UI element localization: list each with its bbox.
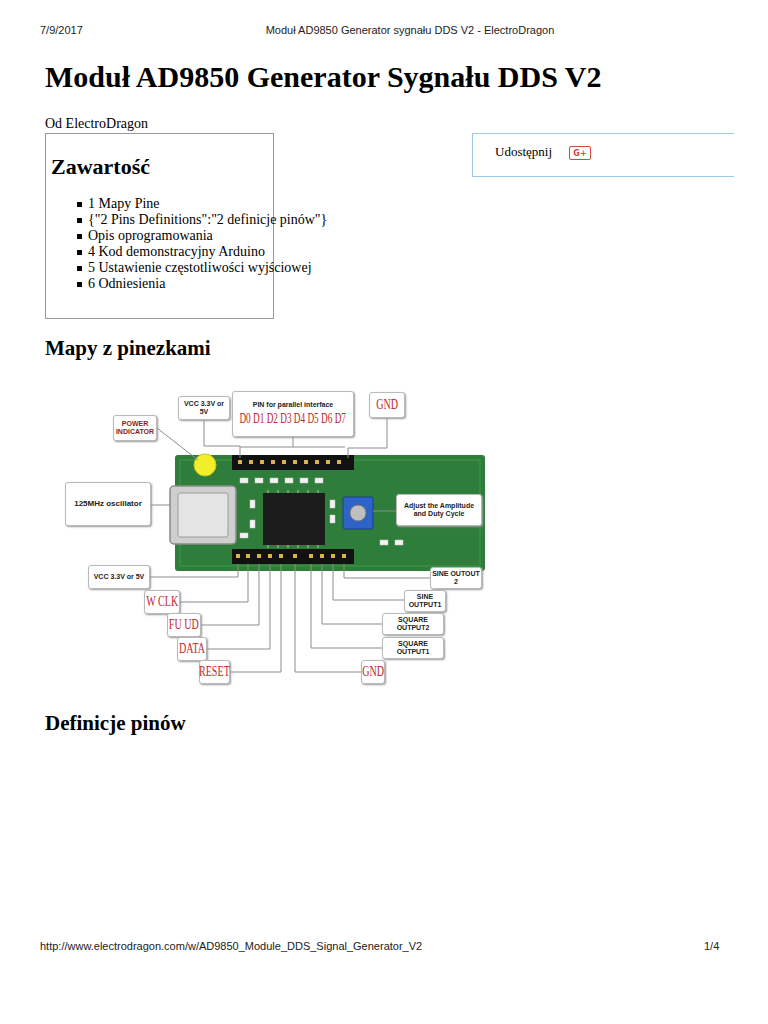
power-led <box>194 454 216 476</box>
callout-box: 125MHz oscillator <box>65 482 151 526</box>
ad9850-chip <box>263 493 325 545</box>
callout-box: PIN for parallel interface D0 D1 D2 D3 D4… <box>232 391 354 437</box>
potentiometer-screw <box>350 505 366 521</box>
box-text: Adjust the Amplitude and Duty Cycle <box>397 502 481 518</box>
callout-box: DATA <box>177 637 207 661</box>
box-text: SQUARE OUTPUT1 <box>383 640 443 656</box>
callout-box: W CLK <box>144 590 180 614</box>
box-item: Opis oprogramowania <box>88 228 268 244</box>
box-item: 4 Kod demonstracyjny Arduino <box>88 244 268 260</box>
box-text: PIN for parallel interface <box>253 401 334 409</box>
box-text: 125MHz oscillator <box>74 499 142 509</box>
callout-box: GND <box>361 660 385 684</box>
chip-leads <box>268 490 318 548</box>
callout-box: SQUARE OUTPUT1 <box>382 637 444 659</box>
gplus-button: G+ <box>569 146 591 160</box>
box-item: 1 Mapy Pine <box>88 196 268 212</box>
box-text: POWER INDICATOR <box>114 420 156 436</box>
print-date: 7/9/2017 <box>40 24 83 36</box>
box-text: SINE OUTOUT 2 <box>431 570 481 586</box>
box-item: {"2 Pins Definitions":"2 definicje pinów… <box>88 212 268 228</box>
print-header: Moduł AD9850 Generator sygnału DDS V2 - … <box>200 24 620 36</box>
box-text: RESET <box>199 664 230 680</box>
box-text: FU UD <box>169 617 199 633</box>
box-item: 6 Odniesienia <box>88 276 268 292</box>
callout-box: SINE OUTOUT 2 <box>430 567 482 589</box>
box-item: D0 D1 D2 D3 D4 D5 D6 D7 <box>240 411 347 427</box>
box-text: DATA <box>179 641 205 657</box>
oscillator-top <box>178 493 228 537</box>
pcb-board <box>175 455 485 571</box>
box-text: VCC 3.3V or 5V <box>94 573 145 581</box>
page-title: Moduł AD9850 Generator Sygnału DDS V2 <box>45 60 601 94</box>
smd-parts <box>240 478 403 545</box>
callout-box: POWER INDICATOR <box>113 415 157 441</box>
bottom-pin-header <box>232 549 354 564</box>
callout-box: Adjust the Amplitude and Duty Cycle <box>396 494 482 526</box>
box-text: W CLK <box>146 594 178 610</box>
box-text: Zawartość <box>51 154 268 180</box>
callout-box: SQUARE OUTPUT2 <box>382 613 444 635</box>
callout-box: VCC 3.3V or 5V <box>178 396 230 420</box>
potentiometer <box>343 497 373 529</box>
box-text: SQUARE OUTPUT2 <box>383 616 443 632</box>
top-pins <box>238 460 341 464</box>
callout-box: RESET <box>199 660 230 684</box>
share-box: UdostępnijG+ <box>472 133 734 177</box>
section-heading: Mapy z pinezkami <box>45 336 211 361</box>
box-text: GND <box>362 664 384 680</box>
box-text: SINE OUTPUT1 <box>405 593 445 609</box>
print-url: http://www.electrodragon.com/w/AD9850_Mo… <box>40 940 422 952</box>
callout-box: GND <box>369 392 405 418</box>
box-text: VCC 3.3V or 5V <box>179 400 229 416</box>
box-text: Udostępnij <box>473 134 734 160</box>
box-text: G+ <box>573 149 586 158</box>
callout-box: FU UD <box>167 613 201 637</box>
box-item: 5 Ustawienie częstotliwości wyjściowej <box>88 260 268 276</box>
section-heading: Definicje pinów <box>45 711 186 736</box>
author-line: Od ElectroDragon <box>45 116 148 132</box>
contents-box: Zawartość 1 Mapy Pine{"2 Pins Definitions… <box>45 133 274 319</box>
callout-box: VCC 3.3V or 5V <box>88 565 150 589</box>
bottom-pins <box>236 554 346 558</box>
page-number: 1/4 <box>704 940 719 952</box>
callout-box: SINE OUTPUT1 <box>404 590 446 612</box>
oscillator-can <box>170 486 236 544</box>
top-pin-header <box>232 455 354 470</box>
box-text: GND <box>376 397 398 413</box>
